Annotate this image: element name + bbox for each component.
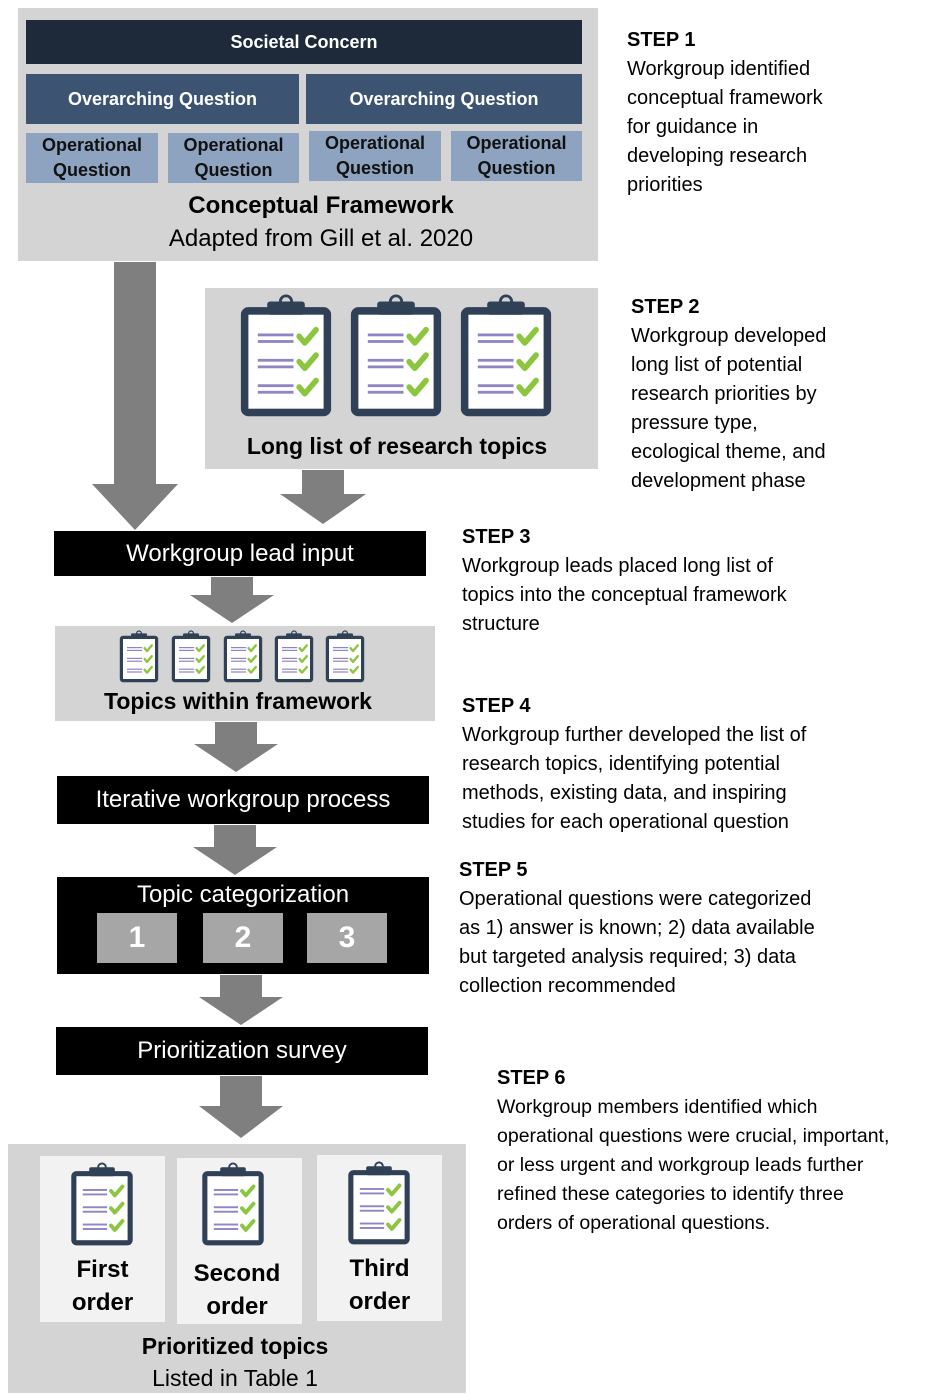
- iterative-workgroup-process-box: Iterative workgroup process: [57, 776, 429, 824]
- category-2-box: 2: [203, 913, 283, 963]
- clipboard-checklist-icon: [119, 629, 159, 685]
- step-1-description: STEP 1 Workgroup identified conceptual f…: [627, 26, 937, 200]
- clipboard-checklist-icon: [349, 292, 443, 422]
- step-1-text: Workgroup identified conceptual framewor…: [627, 58, 823, 196]
- step-6-title: STEP 6: [497, 1067, 566, 1089]
- clipboard-checklist-icon: [325, 629, 365, 685]
- operational-question-3: Operational Question: [309, 131, 441, 181]
- step-2-description: STEP 2 Workgroup developed long list of …: [631, 293, 941, 496]
- overarching-question-1: Overarching Question: [26, 74, 299, 124]
- topic-categorization-box: Topic categorization 1 2 3: [57, 877, 429, 974]
- step-5-text: Operational questions were categorized a…: [459, 888, 815, 997]
- operational-question-1: Operational Question: [26, 133, 158, 183]
- second-order-label: Second order: [193, 1260, 281, 1320]
- arrow-down-icon: [280, 470, 366, 524]
- clipboard-checklist-icon: [70, 1160, 134, 1250]
- framework-subtitle: Adapted from Gill et al. 2020: [168, 225, 474, 252]
- second-order-card: Second order: [177, 1158, 302, 1324]
- step-2-text: Workgroup developed long list of potenti…: [631, 325, 827, 492]
- topics-within-framework-panel: Topics within framework: [55, 626, 435, 721]
- prioritization-survey-box: Prioritization survey: [56, 1027, 428, 1075]
- third-order-label: Third order: [348, 1255, 411, 1315]
- prioritized-topics-panel: First order Second order Third order Pri…: [8, 1144, 466, 1393]
- first-order-card: First order: [40, 1156, 165, 1322]
- arrow-down-icon: [194, 722, 278, 772]
- step-4-text: Workgroup further developed the list of …: [462, 724, 807, 833]
- operational-question-4: Operational Question: [451, 131, 582, 181]
- long-list-label: Long list of research topics: [246, 432, 548, 459]
- arrow-down-icon: [193, 825, 277, 875]
- framework-title: Conceptual Framework: [188, 192, 454, 219]
- arrow-down-icon: [92, 262, 178, 530]
- topics-within-framework-label: Topics within framework: [104, 687, 372, 714]
- step-3-description: STEP 3 Workgroup leads placed long list …: [462, 523, 942, 639]
- category-1-box: 1: [97, 913, 177, 963]
- prioritized-topics-title: Prioritized topics: [141, 1332, 329, 1359]
- step-6-description: STEP 6 Workgroup members identified whic…: [497, 1064, 949, 1238]
- operational-question-2: Operational Question: [168, 133, 299, 183]
- category-3-box: 3: [307, 913, 387, 963]
- clipboard-checklist-icon: [239, 292, 333, 422]
- first-order-label: First order: [71, 1256, 134, 1316]
- step-3-title: STEP 3: [462, 526, 531, 548]
- clipboard-checklist-icon: [347, 1159, 411, 1249]
- arrow-down-icon: [199, 1076, 283, 1138]
- clipboard-checklist-icon: [223, 629, 263, 685]
- step-4-title: STEP 4: [462, 695, 531, 717]
- step-6-text: Workgroup members identified which opera…: [497, 1096, 890, 1234]
- prioritized-topics-subtitle: Listed in Table 1: [152, 1364, 318, 1391]
- third-order-card: Third order: [317, 1155, 442, 1321]
- workgroup-lead-input-box: Workgroup lead input: [54, 531, 426, 576]
- step-4-description: STEP 4 Workgroup further developed the l…: [462, 692, 942, 837]
- clipboard-checklist-icon: [201, 1160, 265, 1250]
- step-2-title: STEP 2: [631, 296, 700, 318]
- conceptual-framework-panel: Societal Concern Overarching Question Ov…: [18, 8, 598, 261]
- topic-categorization-label: Topic categorization: [136, 881, 350, 908]
- clipboard-checklist-icon: [459, 292, 553, 422]
- step-5-description: STEP 5 Operational questions were catego…: [459, 856, 944, 1001]
- arrow-down-icon: [190, 577, 274, 623]
- clipboard-checklist-icon: [274, 629, 314, 685]
- arrow-down-icon: [199, 975, 283, 1025]
- overarching-question-2: Overarching Question: [306, 74, 582, 124]
- societal-concern-bar: Societal Concern: [26, 20, 582, 64]
- clipboard-checklist-icon: [171, 629, 211, 685]
- step-1-title: STEP 1: [627, 29, 696, 51]
- long-list-panel: Long list of research topics: [205, 288, 598, 469]
- step-3-text: Workgroup leads placed long list of topi…: [462, 555, 787, 635]
- step-5-title: STEP 5: [459, 859, 528, 881]
